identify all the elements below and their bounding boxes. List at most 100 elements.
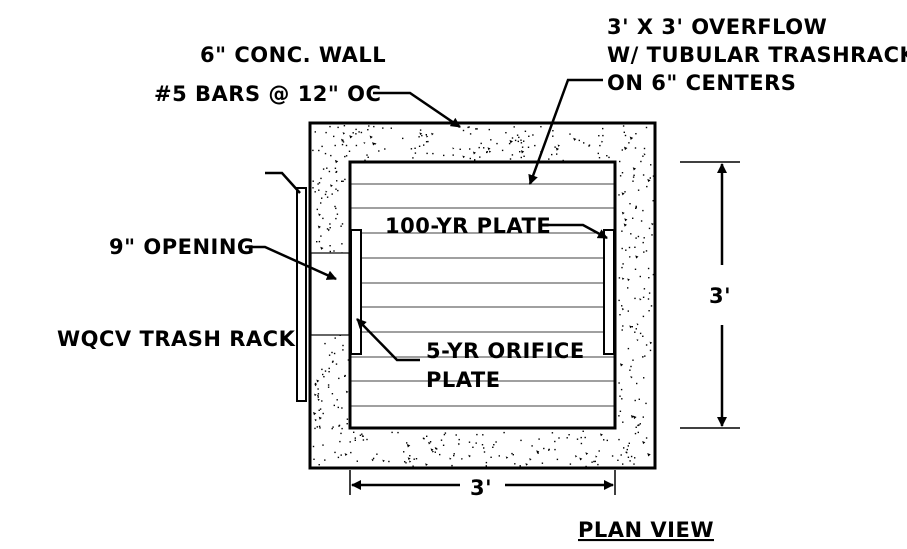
stipple-dot — [551, 153, 553, 156]
stipple-dot — [556, 153, 558, 155]
stipple-dot — [340, 225, 342, 227]
stipple-dot — [478, 146, 480, 149]
stipple-dot — [322, 444, 324, 446]
stipple-dot — [338, 425, 340, 427]
stipple-dot — [626, 451, 628, 454]
stipple-aggregate — [633, 415, 637, 420]
stipple-dot — [652, 200, 654, 202]
stipple-dot — [554, 440, 556, 443]
stipple-dot — [492, 446, 494, 448]
stipple-dot — [520, 139, 522, 141]
plan-view-title: PLAN VIEW — [578, 518, 714, 542]
stipple-aggregate — [621, 308, 625, 311]
stipple-aggregate — [363, 142, 366, 145]
stipple-dot — [335, 207, 337, 210]
stipple-dot — [639, 423, 641, 425]
stipple-dot — [552, 135, 554, 137]
stipple-dot — [333, 404, 335, 407]
stipple-dot — [467, 126, 469, 129]
stipple-dot — [326, 228, 329, 230]
stipple-dot — [642, 174, 645, 176]
stipple-dot — [336, 399, 338, 401]
stipple-aggregate — [431, 132, 434, 136]
stipple-dot — [347, 359, 350, 361]
stipple-dot — [443, 433, 446, 436]
stipple-dot — [490, 456, 492, 458]
stipple-dot — [621, 329, 623, 331]
stipple-dot — [591, 461, 593, 463]
stipple-dot — [314, 382, 317, 385]
overflow-box-inner — [348, 160, 617, 430]
stipple-dot — [652, 175, 655, 177]
stipple-dot — [462, 129, 465, 132]
stipple-dot — [554, 146, 556, 148]
stipple-aggregate — [349, 135, 353, 139]
stipple-dot — [331, 351, 333, 354]
stipple-dot — [476, 128, 478, 130]
stipple-dot — [340, 432, 342, 435]
stipple-aggregate — [505, 456, 509, 459]
stipple-dot — [319, 427, 321, 429]
stipple-dot — [354, 437, 356, 439]
stipple-dot — [444, 432, 447, 434]
stipple-dot — [647, 267, 650, 270]
wqcv-trash-rack-plate — [296, 187, 307, 402]
stipple-dot — [349, 441, 351, 443]
stipple-dot — [419, 129, 422, 131]
stipple-dot — [452, 154, 454, 156]
stipple-dot — [312, 187, 314, 189]
overflow-label-line1: 3' X 3' OVERFLOW — [607, 15, 827, 39]
stipple-dot — [558, 437, 560, 439]
stipple-dot — [519, 151, 521, 153]
stipple-dot — [523, 155, 525, 157]
stipple-dot — [404, 461, 406, 463]
stipple-aggregate — [647, 453, 651, 457]
stipple-aggregate — [623, 146, 628, 151]
stipple-aggregate — [628, 255, 631, 258]
stipple-aggregate — [318, 416, 322, 420]
stipple-dot — [496, 142, 498, 145]
stipple-dot — [619, 314, 621, 316]
stipple-dot — [328, 170, 331, 173]
stipple-dot — [648, 310, 650, 312]
overflow-label-line2: W/ TUBULAR TRASHRACK — [607, 43, 907, 67]
stipple-dot — [548, 449, 550, 451]
stipple-dot — [373, 125, 375, 128]
stipple-dot — [336, 180, 338, 182]
stipple-aggregate — [621, 192, 625, 196]
stipple-dot — [364, 159, 366, 161]
stipple-aggregate — [342, 132, 346, 135]
stipple-dot — [649, 177, 651, 179]
stipple-dot — [639, 332, 642, 335]
stipple-dot — [324, 152, 327, 155]
stipple-dot — [327, 386, 330, 388]
stipple-aggregate — [574, 455, 578, 458]
stipple-dot — [628, 142, 630, 144]
dim-horizontal-label: 3' — [470, 476, 492, 500]
stipple-dot — [318, 464, 320, 466]
stipple-dot — [611, 455, 614, 457]
stipple-aggregate — [419, 132, 423, 136]
stipple-dot — [527, 146, 530, 148]
stipple-dot — [321, 145, 323, 148]
stipple-aggregate — [509, 139, 513, 144]
stipple-dot — [621, 305, 623, 307]
stipple-dot — [338, 377, 340, 380]
stipple-dot — [624, 191, 626, 193]
stipple-aggregate — [621, 211, 625, 215]
stipple-dot — [312, 445, 315, 448]
stipple-aggregate — [536, 450, 540, 454]
stipple-dot — [646, 185, 648, 188]
stipple-dot — [368, 125, 370, 127]
stipple-dot — [621, 266, 623, 269]
stipple-dot — [341, 407, 343, 409]
stipple-dot — [318, 409, 320, 411]
stipple-dot — [643, 147, 646, 150]
stipple-aggregate — [407, 457, 411, 461]
stipple-dot — [331, 193, 333, 195]
stipple-dot — [520, 142, 523, 144]
stipple-dot — [326, 167, 328, 169]
stipple-dot — [413, 458, 415, 460]
stipple-dot — [598, 157, 601, 159]
